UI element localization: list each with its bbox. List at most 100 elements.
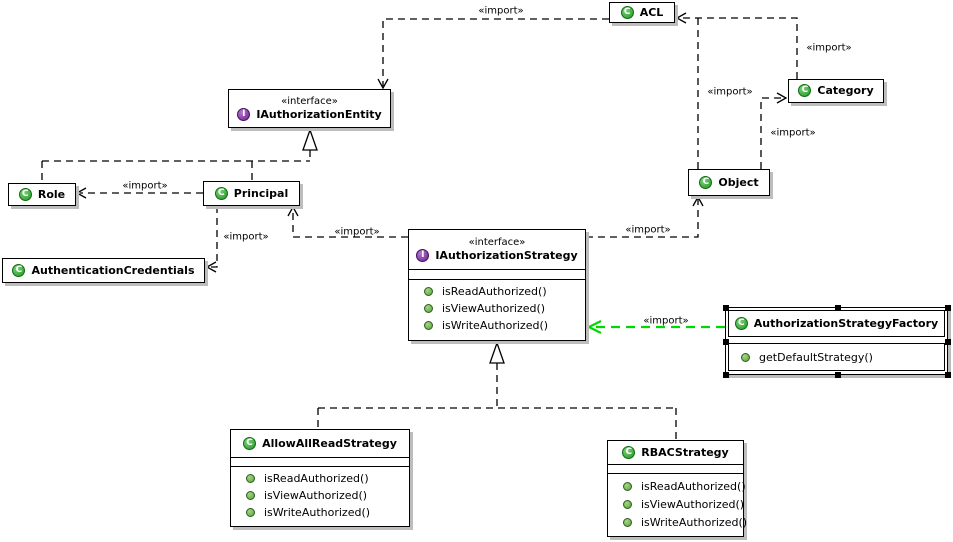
selection-handle[interactable]	[834, 372, 841, 378]
method-name: isWriteAuthorized()	[264, 506, 371, 519]
public-method-icon	[246, 474, 255, 483]
method-row[interactable]: isWriteAuthorized()	[608, 513, 747, 531]
selection-handle[interactable]	[723, 339, 729, 345]
class-name: AuthenticationCredentials	[31, 263, 195, 277]
public-method-icon	[424, 321, 433, 330]
method-name: getDefaultStrategy()	[759, 350, 873, 364]
public-method-icon	[623, 481, 632, 491]
import-label[interactable]: «import»	[625, 224, 671, 236]
class-name: AllowAllReadStrategy	[262, 437, 397, 450]
method-row[interactable]: isViewAuthorized()	[608, 495, 745, 513]
class-name: RBACStrategy	[641, 446, 729, 459]
class-name: ACL	[639, 5, 664, 19]
method-name: isViewAuthorized()	[641, 497, 745, 511]
method-name: isReadAuthorized()	[641, 479, 746, 493]
class-box-rbacstrategy[interactable]: C RBACStrategy isReadAuthorized() isViewAut…	[607, 440, 747, 537]
public-method-icon	[623, 517, 632, 527]
hollow-triangle-arrowhead	[302, 128, 318, 151]
attributes-compartment	[231, 457, 409, 467]
stereotype-label: «interface»	[281, 95, 338, 107]
class-icon: C	[243, 437, 257, 450]
class-icon: C	[798, 84, 812, 97]
public-method-icon	[741, 352, 750, 362]
realization-edge-strategies-realize-iauthorizationstrategy[interactable]	[317, 341, 677, 440]
interface-icon: I	[237, 107, 251, 121]
import-label[interactable]: «import»	[806, 42, 852, 54]
selection-handle[interactable]	[834, 305, 841, 311]
import-label[interactable]: «import»	[707, 86, 753, 98]
import-label[interactable]: «import»	[643, 315, 689, 327]
attributes-compartment	[409, 269, 585, 280]
class-header: C AuthenticationCredentials	[3, 259, 204, 281]
method-row[interactable]: isViewAuthorized()	[231, 487, 409, 504]
class-icon: C	[622, 446, 636, 459]
import-label[interactable]: «import»	[223, 231, 269, 243]
hollow-triangle-arrowhead	[489, 341, 505, 364]
class-title: C AuthenticationCredentials	[12, 263, 195, 277]
method-row[interactable]: isReadAuthorized()	[231, 470, 409, 487]
selection-handle[interactable]	[723, 372, 729, 378]
method-row[interactable]: isWriteAuthorized()	[231, 504, 409, 521]
class-box-authorizationstrategyfactory[interactable]: C AuthorizationStrategyFactory getDefaultS…	[723, 305, 951, 378]
class-box-allowallreadstrategy[interactable]: C AllowAllReadStrategy isReadAuthorized() i…	[230, 429, 410, 527]
method-row[interactable]: getDefaultStrategy()	[729, 344, 873, 370]
method-name: isViewAuthorized()	[264, 489, 368, 502]
selection-handle[interactable]	[723, 305, 729, 311]
method-row[interactable]: isReadAuthorized()	[608, 477, 746, 495]
import-label[interactable]: «import»	[334, 226, 380, 238]
import-edge-iauthorizationstrategy-imports-object[interactable]	[586, 195, 704, 238]
import-edge-category-imports-acl[interactable]	[675, 12, 798, 79]
import-edge-factory-imports-iauthorizationstrategy[interactable]	[586, 320, 725, 334]
class-icon: C	[18, 187, 32, 201]
class-name: AuthorizationStrategyFactory	[753, 317, 939, 330]
method-name: isWriteAuthorized()	[641, 515, 748, 529]
selection-handle[interactable]	[945, 305, 951, 311]
method-name: isWriteAuthorized()	[442, 319, 549, 332]
import-label[interactable]: «import»	[478, 5, 524, 17]
public-method-icon	[623, 499, 632, 509]
open-arrowhead	[675, 12, 687, 24]
method-name: isViewAuthorized()	[442, 302, 546, 315]
class-icon: C	[12, 263, 26, 277]
import-edge-iauthorizationstrategy-imports-principal[interactable]	[287, 205, 408, 238]
public-method-icon	[246, 508, 255, 517]
method-row[interactable]: isWriteAuthorized()	[409, 317, 585, 334]
open-arrowhead	[776, 92, 788, 104]
selection-handle[interactable]	[945, 339, 951, 345]
import-edge-principal-imports-authenticationcredentials[interactable]	[205, 206, 218, 273]
open-arrowhead	[586, 320, 602, 334]
realization-edge-role-and-principal-realize-iauthorizationentity[interactable]	[41, 128, 318, 183]
class-icon: C	[734, 317, 748, 330]
method-row[interactable]: isReadAuthorized()	[409, 283, 585, 300]
import-edge-object-imports-category[interactable]	[760, 92, 788, 169]
import-edge-acl-imports-iauthorizationentity[interactable]	[377, 18, 609, 90]
import-label[interactable]: «import»	[122, 180, 168, 192]
open-arrowhead	[377, 78, 389, 90]
import-edge-principal-imports-role[interactable]	[75, 187, 203, 199]
class-box-authenticationcredentials[interactable]: C AuthenticationCredentials	[2, 258, 205, 283]
selection-handle[interactable]	[945, 372, 951, 378]
import-label[interactable]: «import»	[770, 127, 816, 139]
method-row[interactable]: isViewAuthorized()	[409, 300, 585, 317]
